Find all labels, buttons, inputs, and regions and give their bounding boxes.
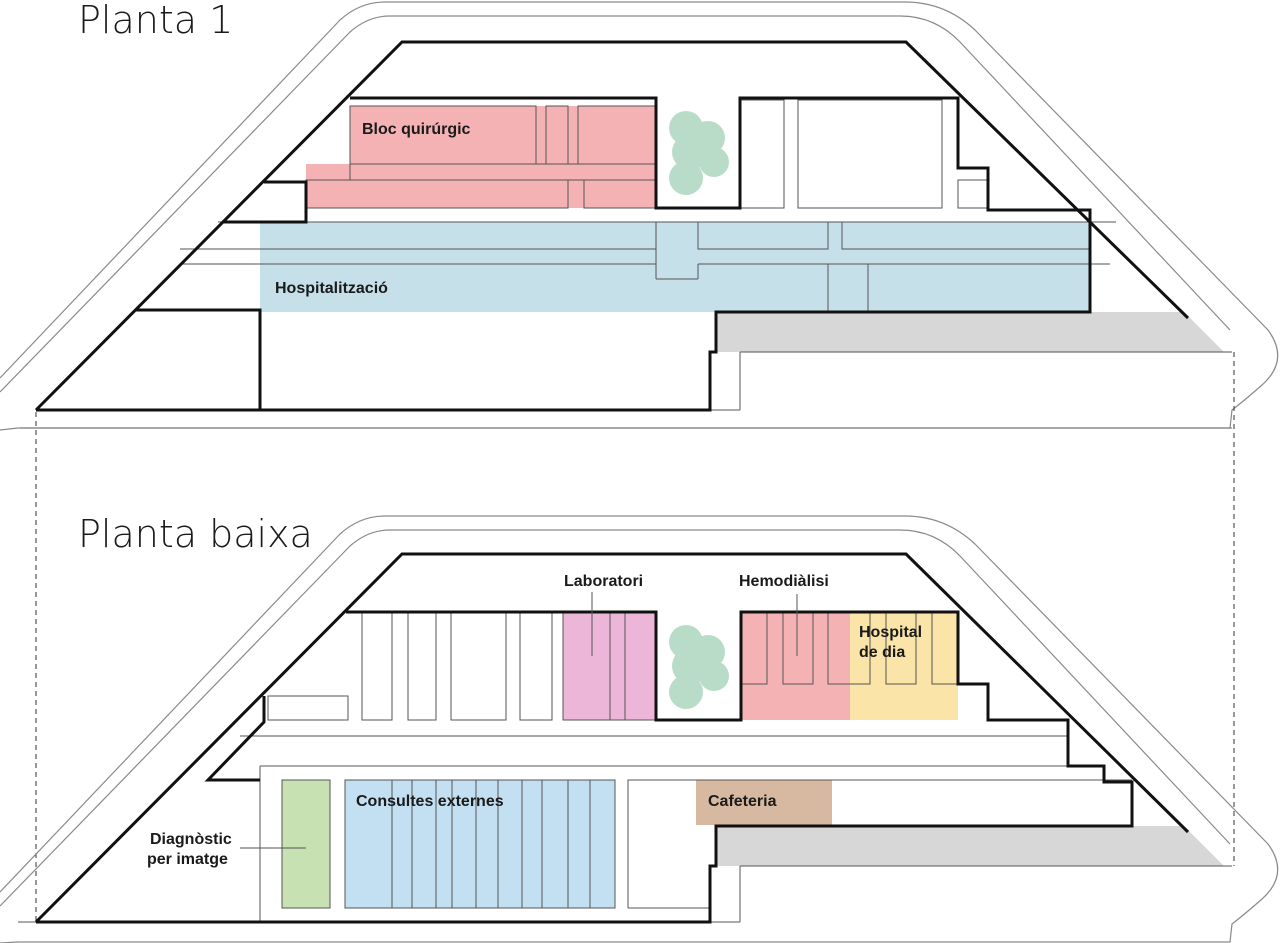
imaging-zone — [281, 779, 331, 909]
ground-building-outline — [34, 552, 1190, 924]
ground-canopy — [716, 826, 1224, 866]
ground-building-wing — [204, 696, 266, 782]
upper-floor-title: Planta 1 — [78, 0, 233, 42]
cafeteria-zone — [696, 780, 832, 825]
upper-courtyard-tree-icon — [669, 111, 729, 195]
upper-building-outline — [34, 40, 1190, 412]
day-hospital-label-line2: de dia — [859, 644, 905, 661]
ground-building-wall — [36, 610, 1134, 924]
cafeteria-label: Cafeteria — [708, 793, 777, 810]
hospitalization-label: Hospitalització — [275, 280, 388, 297]
day-hospital-zone — [850, 612, 958, 720]
surgery-label: Bloc quirúrgic — [362, 121, 471, 138]
upper-site-outline — [0, 1, 1279, 431]
hospitalization-zone — [260, 222, 1090, 312]
upper-site-inner — [0, 15, 1231, 393]
upper-building-notch — [222, 180, 308, 224]
ground-courtyard-tree-icon — [669, 625, 729, 709]
outpatient-label: Consultes externes — [356, 793, 504, 810]
outpatient-zone — [345, 780, 615, 908]
upper-floor-plan: Planta 1 — [0, 0, 1279, 431]
ground-site-outline — [0, 515, 1279, 943]
ground-site-inner — [0, 529, 1231, 907]
surgery-zone — [350, 106, 656, 164]
day-hospital-label-line1: Hospital — [859, 624, 922, 641]
laboratory-label: Laboratori — [564, 573, 643, 590]
hemodialysis-zone — [741, 612, 850, 720]
hemodialysis-label: Hemodiàlisi — [739, 573, 829, 590]
imaging-label-line2: per imatge — [147, 851, 228, 868]
surgery-zone-lower — [306, 164, 656, 208]
upper-canopy — [716, 312, 1224, 352]
ground-room-partitions — [18, 611, 1232, 923]
upper-building-wall-left — [36, 308, 262, 412]
upper-building-wall-bottom — [260, 96, 1092, 412]
ground-floor-title: Planta baixa — [78, 512, 313, 556]
ground-floor-plan: Planta baixa — [0, 512, 1279, 943]
imaging-label-line1: Diagnòstic — [150, 831, 232, 848]
